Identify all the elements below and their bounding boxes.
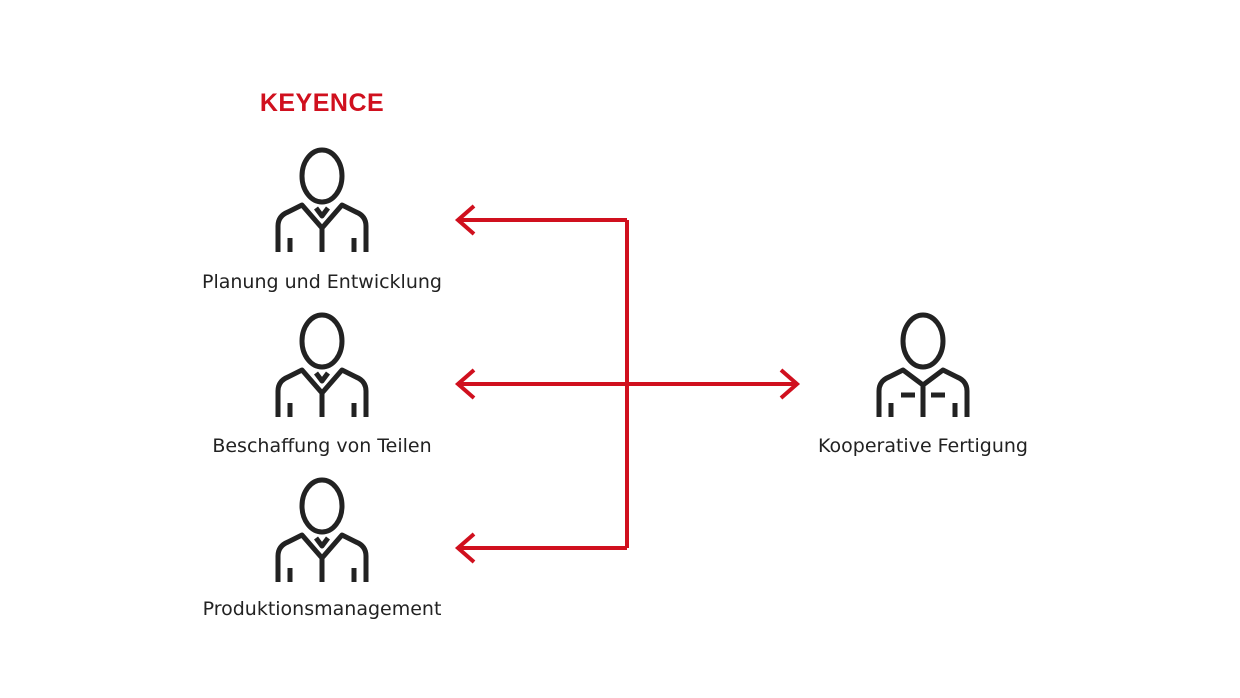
role-label: Produktionsmanagement <box>202 598 442 620</box>
keyence-logo: KEYENCE <box>259 89 385 117</box>
arrowhead-left-icon <box>454 204 476 236</box>
person-icon <box>278 150 366 252</box>
connector-arrows <box>454 204 801 564</box>
person-icon <box>278 480 366 582</box>
worker-icon <box>879 315 967 417</box>
arrowhead-right-icon <box>779 368 801 400</box>
partner-label: Kooperative Fertigung <box>818 435 1028 457</box>
person-icon <box>278 315 366 417</box>
role-label: Planung und Entwicklung <box>202 271 442 293</box>
arrowhead-left-icon <box>454 368 476 400</box>
horizontal-connectors <box>458 218 797 550</box>
arrowhead-left-icon <box>454 532 476 564</box>
role-label: Beschaffung von Teilen <box>212 435 432 457</box>
